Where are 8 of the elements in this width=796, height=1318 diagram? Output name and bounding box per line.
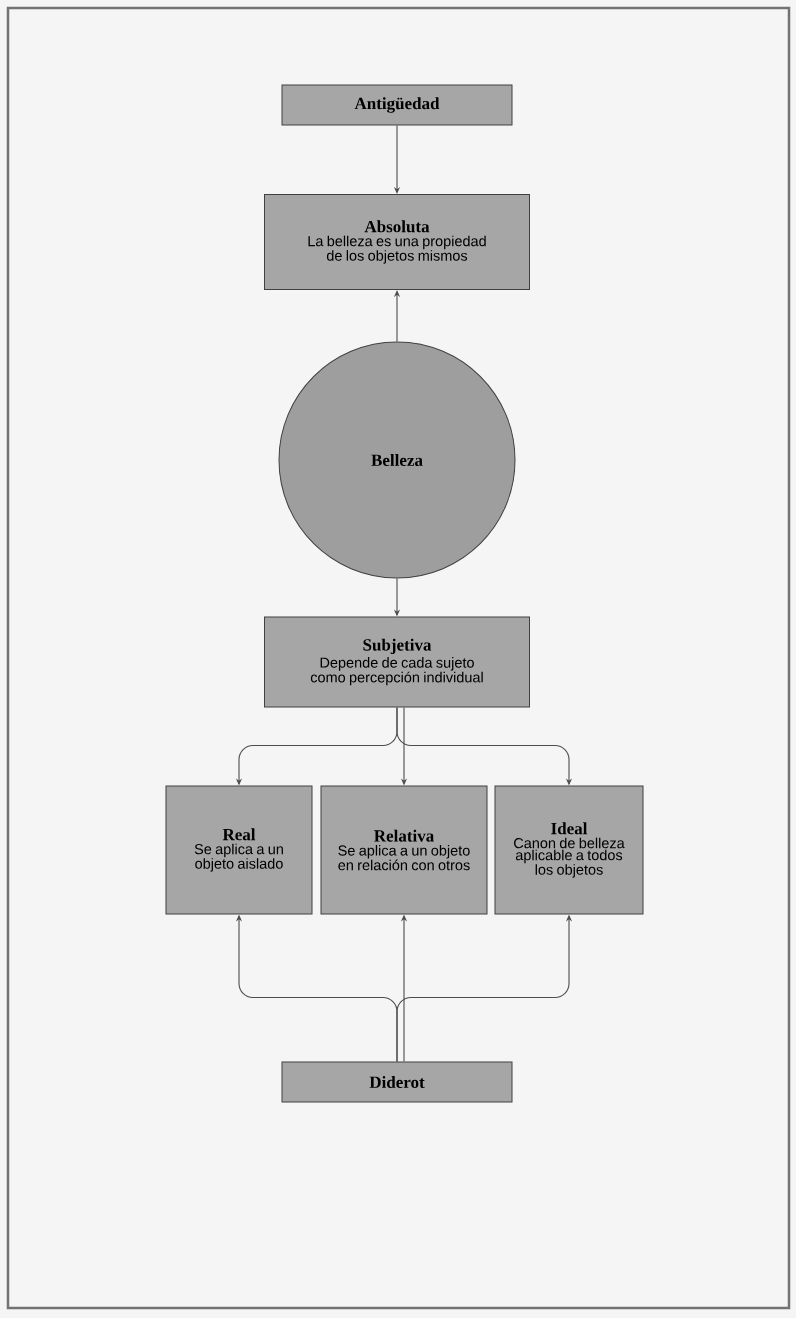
process-box: Real Se aplica a un objeto aislado: [165, 785, 313, 915]
process-box: Antigüedad: [281, 84, 513, 126]
process-box: Ideal Canon de belleza aplicable a todos los objetos: [494, 785, 644, 915]
process-box: Absoluta La belleza es una propiedad de los objetos mismos: [264, 194, 530, 290]
circle-node: Belleza: [278, 341, 516, 579]
process-box: Diderot: [281, 1061, 513, 1103]
process-box: Subjetiva Depende de cada sujeto como percepción individual: [264, 616, 530, 708]
process-box: Relativa Se aplica a un objeto en relación con otros: [320, 785, 488, 915]
